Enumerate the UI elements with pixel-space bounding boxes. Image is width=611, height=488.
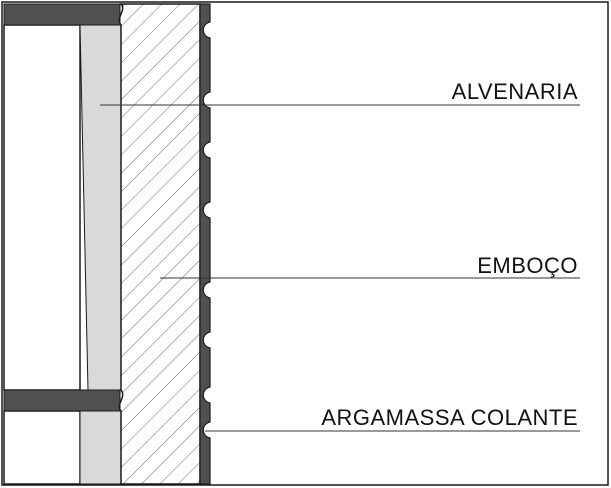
- label-alvenaria: ALVENARIA: [452, 79, 578, 104]
- masonry-block-cavity-lower: [3, 410, 81, 485]
- adhesive-mortar-strip: [199, 3, 211, 485]
- mortar-joint-top: [3, 3, 121, 26]
- masonry-block-web-lower: [79, 410, 122, 485]
- label-emboco: EMBOÇO: [477, 253, 578, 278]
- mortar-joint-lower: [3, 389, 121, 412]
- label-argamassa-colante: ARGAMASSA COLANTE: [321, 405, 578, 430]
- render-layer-hatched: [118, 3, 201, 485]
- masonry-block-cavity: [3, 24, 81, 391]
